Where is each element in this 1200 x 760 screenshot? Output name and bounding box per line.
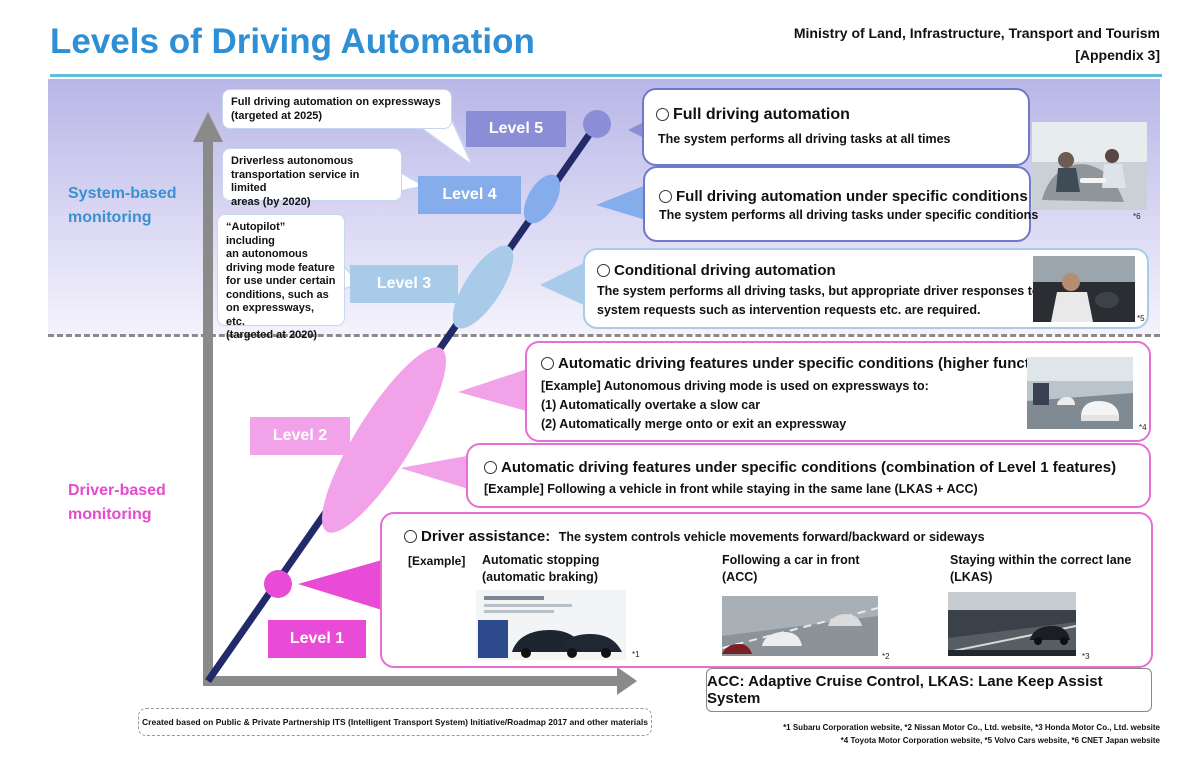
example-braking-photo: [476, 590, 626, 660]
system-based-label: System-based monitoring: [68, 185, 177, 226]
level3-callout: “Autopilot” including an autonomous driv…: [217, 214, 345, 341]
level2-combo-pointer: [400, 455, 472, 490]
level2-high-heading: Automatic driving features under specifi…: [541, 355, 1066, 372]
level2-high-pointer: [458, 368, 530, 412]
bullet-circle-icon: [659, 190, 672, 203]
bullet-circle-icon: [656, 108, 669, 121]
photo-note-5: *5: [1137, 314, 1145, 323]
level2-combo-text: [Example] Following a vehicle in front w…: [484, 482, 978, 496]
level5-box: Full driving automation The system perfo…: [642, 88, 1030, 166]
photo-note-3: *3: [1082, 652, 1090, 661]
example-lkas-photo: [948, 592, 1076, 656]
bullet-circle-icon: [541, 357, 554, 370]
credits-line-2: *4 Toyota Motor Corporation website, *5 …: [840, 736, 1160, 745]
level3-box: Conditional driving automation The syste…: [583, 248, 1149, 329]
example-acc-caption: Following a car in front (ACC): [722, 553, 860, 584]
example-acc-photo: [722, 596, 878, 656]
level1-description: The system controls vehicle movements fo…: [558, 530, 985, 544]
level1-dot: [264, 570, 292, 598]
level1-label: Level 1: [268, 620, 366, 658]
level2-combo-box: Automatic driving features under specifi…: [466, 443, 1151, 508]
bullet-circle-icon: [404, 530, 417, 543]
level5-heading: Full driving automation: [656, 106, 850, 124]
level5-dot: [583, 110, 611, 138]
level4-box: Full driving automation under specific c…: [643, 166, 1038, 242]
monitoring-divider: [48, 334, 1160, 337]
level1-example-label: [Example]: [408, 554, 466, 568]
y-axis-arrow: [193, 112, 223, 683]
photo-note-4: *4: [1139, 423, 1147, 432]
photo-note-6: *6: [1133, 212, 1141, 221]
level3-driver-photo: [1033, 256, 1135, 322]
credits-line-1: *1 Subaru Corporation website, *2 Nissan…: [783, 723, 1160, 732]
photo-note-2: *2: [882, 652, 890, 661]
appendix-label: [Appendix 3]: [1075, 47, 1160, 63]
level1-heading: Driver assistance:: [421, 528, 551, 545]
level2-expressway-photo: [1027, 357, 1133, 429]
level4-ellipse: [523, 174, 561, 224]
source-note: Created based on Public & Private Partne…: [138, 708, 652, 736]
level4-text: The system performs all driving tasks un…: [659, 208, 1039, 222]
level3-label: Level 3: [350, 265, 458, 303]
level3-text: The system performs all driving tasks, b…: [597, 284, 1040, 317]
example-lkas-caption: Staying within the correct lane (LKAS): [950, 553, 1132, 584]
level5-callout: Full driving automation on expressways (…: [222, 89, 452, 129]
bullet-circle-icon: [484, 461, 497, 474]
level3-heading: Conditional driving automation: [597, 262, 836, 279]
title-rule: [50, 74, 1162, 77]
level4-label: Level 4: [418, 176, 521, 214]
level3-pointer: [540, 262, 586, 306]
bullet-circle-icon: [597, 264, 610, 277]
level2-ellipse: [322, 347, 446, 533]
page-title: Levels of Driving Automation: [50, 22, 535, 61]
level4-heading: Full driving automation under specific c…: [659, 188, 1028, 205]
level4-pointer: [596, 185, 646, 220]
ministry-name: Ministry of Land, Infrastructure, Transp…: [793, 25, 1160, 41]
level2-combo-heading: Automatic driving features under specifi…: [484, 459, 1116, 476]
level1-heading-row: Driver assistance: The system controls v…: [404, 528, 985, 546]
photo-note-1: *1: [632, 650, 640, 659]
level5-interior-photo: [1032, 122, 1147, 210]
level2-label: Level 2: [250, 417, 350, 455]
level2-high-text: [Example] Autonomous driving mode is use…: [541, 379, 929, 431]
level5-text: The system performs all driving tasks at…: [658, 132, 951, 146]
x-axis-arrow: [203, 667, 637, 695]
level3-ellipse: [452, 245, 514, 329]
driver-based-label: Driver-based monitoring: [68, 482, 166, 523]
abbreviation-legend: ACC: Adaptive Cruise Control, LKAS: Lane…: [706, 668, 1152, 712]
level1-box: Driver assistance: The system controls v…: [380, 512, 1153, 668]
level4-callout: Driverless autonomous transportation ser…: [222, 148, 402, 208]
level2-high-box: Automatic driving features under specifi…: [525, 341, 1151, 442]
example-braking-caption: Automatic stopping (automatic braking): [482, 553, 600, 584]
level1-pointer: [298, 560, 382, 610]
level5-label: Level 5: [466, 111, 566, 147]
